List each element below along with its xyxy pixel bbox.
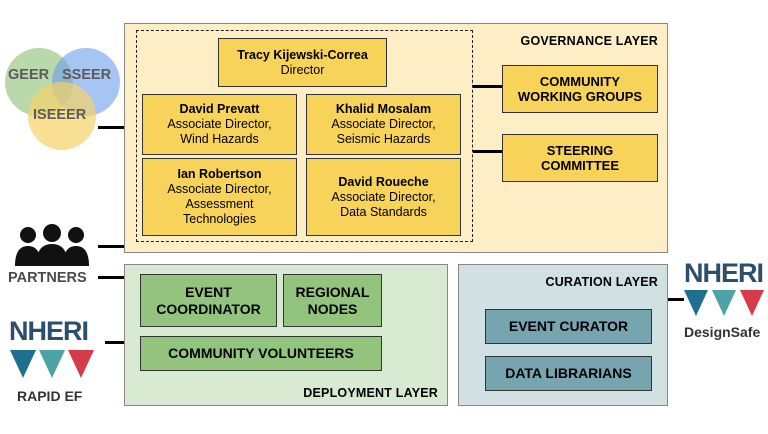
- venn-label-sseer: SSEER: [62, 67, 112, 83]
- governance-layer-title: GOVERNANCE LAYER: [520, 34, 658, 48]
- connector-steering: [473, 150, 502, 153]
- associate-name: David Roueche: [338, 174, 429, 189]
- designsafe-label: DesignSafe: [684, 324, 761, 340]
- associate-director-assessment-box: Ian Robertson Associate Director, Assess…: [142, 158, 297, 236]
- data-librarians-box: DATA LIBRARIANS: [485, 356, 652, 391]
- connector-rapid: [105, 341, 124, 344]
- rapid-logo: NHERI: [6, 316, 102, 384]
- box-line: COMMITTEE: [541, 158, 619, 173]
- director-name: Tracy Kijewski-Correa: [237, 47, 368, 62]
- curation-layer-title: CURATION LAYER: [545, 275, 658, 289]
- connector-partners-governance: [98, 245, 124, 248]
- governance-layer: GOVERNANCE LAYER Tracy Kijewski-Correa D…: [124, 23, 668, 253]
- director-box: Tracy Kijewski-Correa Director: [218, 38, 387, 87]
- box-line: COMMUNITY VOLUNTEERS: [168, 345, 354, 361]
- associate-director-seismic-box: Khalid Mosalam Associate Director, Seism…: [306, 94, 461, 155]
- venn-label-geer: GEER: [8, 67, 50, 83]
- rapid-label: RAPID EF: [17, 388, 83, 404]
- associate-name: Ian Robertson: [177, 167, 262, 181]
- venn-diagram: GEER SSEER ISEEER: [0, 45, 125, 150]
- community-volunteers-box: COMMUNITY VOLUNTEERS: [140, 336, 382, 371]
- venn-label-iseeer: ISEEER: [33, 107, 87, 123]
- director-role: Director: [280, 62, 325, 77]
- box-line: REGIONAL: [295, 283, 370, 300]
- connector-designsafe: [668, 298, 684, 301]
- box-line: DATA LIBRARIANS: [505, 365, 632, 381]
- connector-venn: [98, 126, 124, 129]
- venn-circle-iseeer: [28, 82, 96, 150]
- box-line: STEERING: [546, 143, 614, 158]
- rapid-logo-text: NHERI: [9, 316, 89, 346]
- designsafe-logo: NHERI: [678, 258, 766, 326]
- associate-director-wind-box: David Prevatt Associate Director, Wind H…: [142, 94, 297, 155]
- associate-director-data-box: David Roueche Associate Director, Data S…: [306, 158, 461, 236]
- associate-role: Associate Director,: [331, 117, 436, 131]
- box-line: NODES: [307, 300, 358, 317]
- associate-name: Khalid Mosalam: [335, 102, 432, 116]
- connector-working-groups: [473, 85, 502, 88]
- box-line: WORKING GROUPS: [517, 89, 643, 104]
- box-line: COMMUNITY: [539, 74, 621, 89]
- leadership-group: [136, 30, 473, 242]
- event-coordinator-box: EVENT COORDINATOR: [140, 274, 277, 327]
- deployment-layer-title: DEPLOYMENT LAYER: [303, 386, 438, 400]
- designsafe-logo-text: NHERI: [684, 258, 764, 288]
- associate-area: Wind Hazards: [180, 132, 259, 146]
- associate-name: David Prevatt: [179, 102, 260, 116]
- partners-label: PARTNERS: [8, 270, 87, 286]
- connector-partners-deployment: [98, 276, 124, 279]
- box-line: EVENT: [185, 283, 232, 300]
- community-working-groups-box: COMMUNITY WORKING GROUPS: [502, 65, 658, 113]
- associate-area: Assessment: [185, 197, 254, 211]
- associate-area-cont: Technologies: [183, 212, 256, 226]
- box-line: EVENT CURATOR: [508, 318, 629, 334]
- associate-role: Associate Director,: [167, 182, 272, 196]
- partners-icon: [14, 222, 94, 268]
- deployment-layer: DEPLOYMENT LAYER EVENT COORDINATOR REGIO…: [124, 264, 448, 406]
- event-curator-box: EVENT CURATOR: [485, 309, 652, 344]
- associate-area: Data Standards: [340, 204, 427, 219]
- curation-layer: CURATION LAYER EVENT CURATOR DATA LIBRAR…: [458, 264, 668, 406]
- steering-committee-box: STEERING COMMITTEE: [502, 134, 658, 182]
- associate-area: Seismic Hazards: [336, 132, 431, 146]
- associate-role: Associate Director,: [167, 117, 272, 131]
- regional-nodes-box: REGIONAL NODES: [283, 274, 382, 327]
- associate-role: Associate Director,: [331, 189, 436, 204]
- box-line: COORDINATOR: [156, 300, 261, 317]
